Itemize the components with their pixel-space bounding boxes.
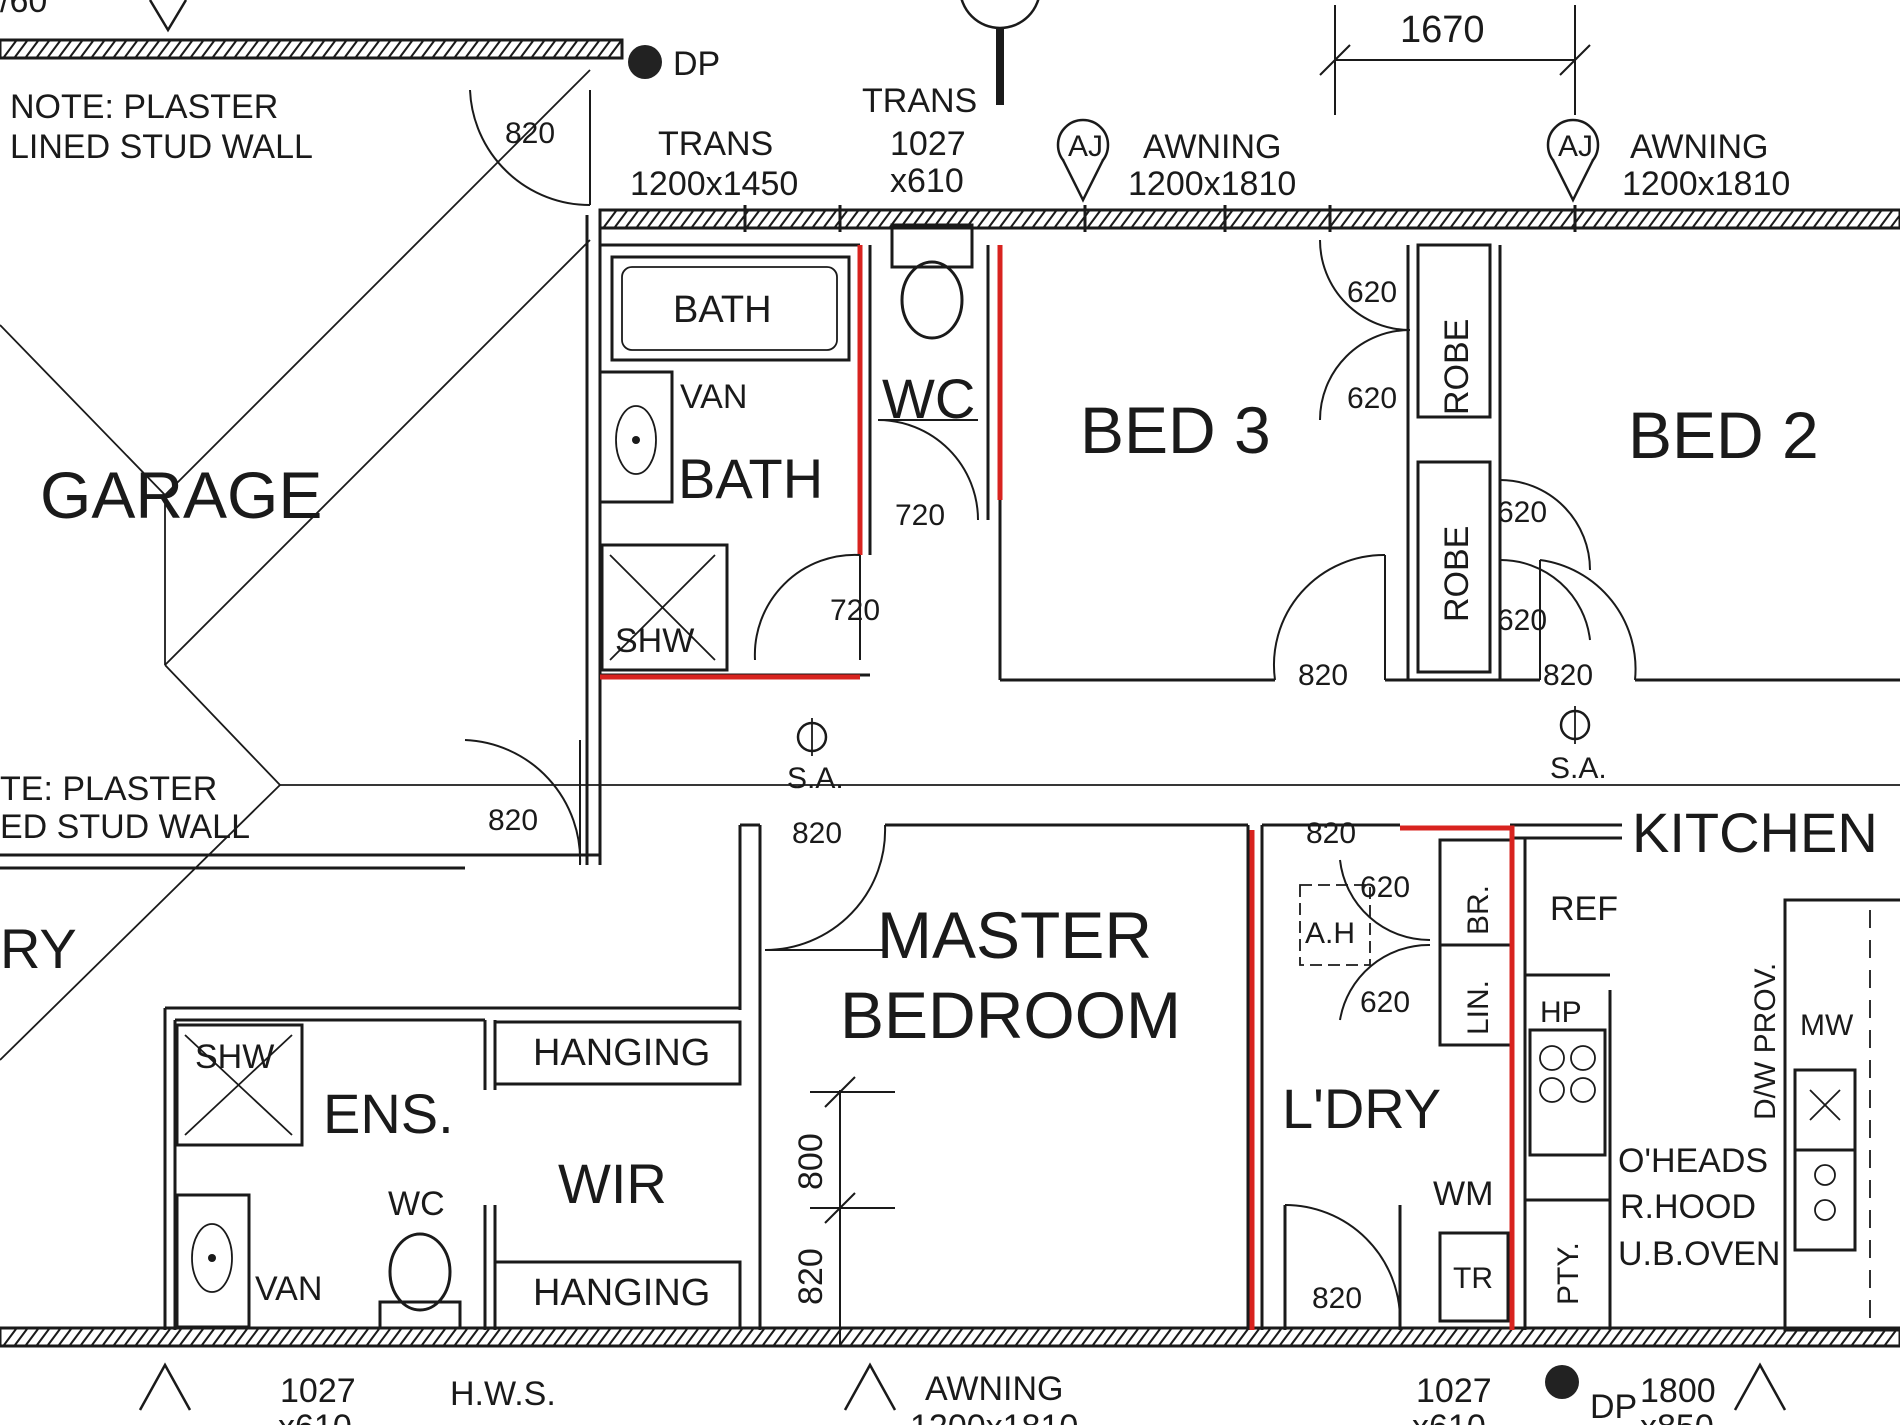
room-ry-fragment: RY: [0, 917, 77, 980]
door-bed-2: 820: [1543, 659, 1593, 692]
plaster-lines: [600, 245, 1515, 1330]
note-top-line-1: NOTE: PLASTER: [10, 88, 278, 126]
window-tag-aj-2: AJ: [1558, 130, 1593, 163]
fixture-shw-bath: SHW: [615, 622, 694, 660]
fixture-hp: HP: [1540, 996, 1582, 1029]
door-master: 820: [792, 817, 842, 850]
fixture-pty: PTY.: [1552, 1242, 1585, 1305]
note-dp-top: DP: [673, 45, 720, 83]
dimension-820: 820: [792, 1248, 830, 1305]
door-robe-bed3-top: 620: [1347, 276, 1397, 309]
door-laundry-cupboard-top: 620: [1360, 871, 1410, 904]
window-trans-2-size-1: 1027: [890, 125, 966, 163]
window-bottom-awning: AWNING: [925, 1370, 1064, 1408]
window-bottom-awning-size: 1200x1810: [910, 1408, 1078, 1425]
door-bath: 720: [830, 594, 880, 627]
fixture-tr: TR: [1453, 1262, 1493, 1295]
door-garage-top: 820: [505, 117, 555, 150]
window-trans-1-size: 1200x1450: [630, 165, 798, 203]
room-wir: WIR: [558, 1152, 667, 1215]
fixture-br: BR.: [1462, 885, 1495, 935]
window-bottom-610-right: x610: [1412, 1408, 1486, 1425]
window-awning-1-type: AWNING: [1143, 128, 1282, 166]
window-tag-aj-1: AJ: [1068, 130, 1103, 163]
exterior-walls: [0, 38, 1900, 1348]
window-tag-aj-1-icon: [1056, 118, 1110, 203]
note-rhood: R.HOOD: [1620, 1188, 1756, 1226]
dimension-800: 800: [792, 1133, 830, 1190]
room-garage: GARAGE: [40, 458, 322, 532]
window-bottom-610-left: x610: [278, 1408, 352, 1425]
fixture-aj-cupboard: A.H: [1305, 917, 1355, 950]
room-bed-2: BED 2: [1628, 398, 1819, 472]
fixture-van-bath: VAN: [680, 378, 747, 416]
window-bottom-1800: 1800: [1640, 1372, 1716, 1410]
window-awning-2-size: 1200x1810: [1622, 165, 1790, 203]
door-robe-bed2-bottom: 620: [1497, 604, 1547, 637]
fixture-bath-tub: BATH: [673, 289, 772, 331]
window-trans-2-type: TRANS: [862, 82, 977, 120]
fixture-van-ens: VAN: [255, 1270, 322, 1308]
door-robe-bed3-bottom: 620: [1347, 382, 1397, 415]
window-bottom-1027-left: 1027: [280, 1372, 356, 1410]
note-top-line-2: LINED STUD WALL: [10, 128, 313, 166]
window-tag-aj-2-icon: [1546, 118, 1600, 203]
door-bed-3: 820: [1298, 659, 1348, 692]
fixture-robe-bed2: ROBE: [1438, 526, 1476, 622]
note-top-left-cut: /60: [0, 0, 47, 20]
fixture-lin: LIN.: [1462, 980, 1495, 1035]
room-kitchen: KITCHEN: [1632, 801, 1878, 864]
door-robe-bed2-top: 620: [1497, 496, 1547, 529]
room-bed-3: BED 3: [1080, 393, 1271, 467]
room-laundry: L'DRY: [1282, 1077, 1441, 1140]
window-bottom-850: x850: [1640, 1408, 1714, 1425]
door-garage-mid: 820: [488, 804, 538, 837]
window-awning-2-type: AWNING: [1630, 128, 1769, 166]
note-sa-left: S.A.: [787, 762, 844, 795]
fixture-ref: REF: [1550, 890, 1618, 928]
fixture-shw-ens: SHW: [195, 1038, 274, 1076]
fixture-wm: WM: [1433, 1175, 1493, 1213]
window-trans-2-size-2: x610: [890, 162, 964, 200]
window-bottom-1027-right: 1027: [1416, 1372, 1492, 1410]
symbols: [138, 0, 1787, 1411]
fixture-wc-ens: WC: [388, 1185, 445, 1223]
door-swings: [464, 89, 1637, 1321]
note-mid-line-2: ED STUD WALL: [0, 808, 250, 846]
window-trans-1-type: TRANS: [658, 125, 773, 163]
note-sa-right: S.A.: [1550, 752, 1607, 785]
dimension-lines: [810, 5, 1591, 1345]
room-bath: BATH: [678, 447, 823, 510]
interior-walls: [0, 69, 1900, 1332]
downpipe-top-icon: [628, 45, 662, 79]
fixture-dw-prov: D/W PROV.: [1749, 963, 1782, 1120]
note-mid-line-1: TE: PLASTER: [0, 770, 217, 808]
room-master-line-2: BEDROOM: [840, 978, 1181, 1052]
room-ensuite: ENS.: [323, 1082, 454, 1145]
note-ub-oven: U.B.OVEN: [1618, 1235, 1780, 1273]
note-dp-bottom: DP: [1590, 1388, 1637, 1425]
fixture-mw: MW: [1800, 1009, 1854, 1042]
dimension-1670: 1670: [1400, 9, 1485, 51]
room-wc: WC: [882, 367, 975, 430]
door-laundry-top: 820: [1306, 817, 1356, 850]
fixture-robe-bed3: ROBE: [1438, 319, 1476, 415]
note-hws: H.W.S.: [450, 1375, 556, 1413]
downpipe-bottom-icon: [1545, 1365, 1579, 1399]
window-awning-1-size: 1200x1810: [1128, 165, 1296, 203]
note-oheads: O'HEADS: [1618, 1142, 1768, 1180]
room-master-line-1: MASTER: [877, 898, 1152, 972]
door-laundry-bottom: 820: [1312, 1282, 1362, 1315]
fixture-hanging-top: HANGING: [533, 1032, 710, 1074]
fixtures: [175, 223, 1857, 1330]
fixture-hanging-bottom: HANGING: [533, 1272, 710, 1314]
door-wc: 720: [895, 499, 945, 532]
door-laundry-cupboard-bottom: 620: [1360, 986, 1410, 1019]
